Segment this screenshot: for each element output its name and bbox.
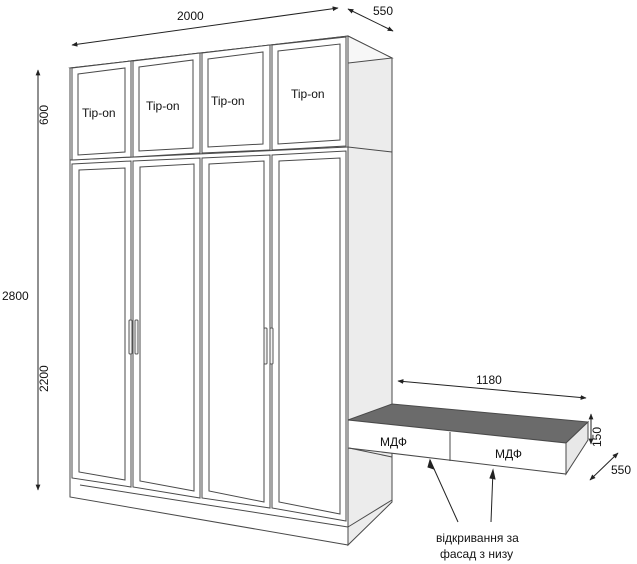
door-handles	[128, 319, 274, 365]
dim-desk-height: 150	[590, 427, 604, 447]
note-line-2: фасад з низу	[440, 547, 513, 561]
dim-height-upper: 600	[37, 105, 51, 125]
dim-line-desk-length	[397, 379, 587, 400]
dim-line-width	[71, 6, 339, 47]
tip-on-label-3: Tip-on	[211, 94, 245, 108]
dim-line-desk-depth	[589, 452, 619, 481]
lower-door-1[interactable]	[71, 160, 132, 488]
tip-on-label-1: Tip-on	[82, 106, 116, 120]
dimension-lines	[35, 6, 619, 523]
dim-height-lower: 2200	[37, 365, 51, 392]
upper-door-2[interactable]	[132, 52, 201, 158]
wardrobe-side-panel	[347, 35, 393, 547]
dim-height-total: 2800	[2, 289, 29, 303]
drawer-label-2: МДФ	[495, 447, 522, 461]
handle-icon[interactable]	[269, 327, 274, 365]
dim-desk-depth: 550	[611, 463, 631, 477]
drawer-label-1: МДФ	[380, 435, 407, 449]
tip-on-label-2: Tip-on	[146, 99, 180, 113]
upper-door-1[interactable]	[71, 60, 132, 161]
upper-door-3[interactable]	[201, 44, 271, 154]
lower-door-3[interactable]	[201, 154, 271, 509]
note-line-1: відкривання за	[436, 531, 519, 545]
dim-depth-top: 550	[373, 4, 393, 18]
dim-width-total: 2000	[177, 9, 204, 23]
dim-line-depth-top	[347, 8, 394, 32]
desk-unit	[347, 403, 590, 502]
tip-on-label-4: Tip-on	[291, 87, 325, 101]
handle-icon[interactable]	[263, 327, 268, 365]
lower-door-4[interactable]	[271, 150, 347, 522]
desk-front	[347, 419, 567, 475]
handle-icon[interactable]	[134, 319, 139, 355]
lower-door-2[interactable]	[132, 157, 201, 499]
handle-icon[interactable]	[128, 319, 133, 355]
lower-doors	[71, 150, 347, 522]
upper-doors	[71, 36, 347, 161]
dim-desk-length: 1180	[476, 373, 502, 387]
leader-line-left	[429, 459, 459, 523]
